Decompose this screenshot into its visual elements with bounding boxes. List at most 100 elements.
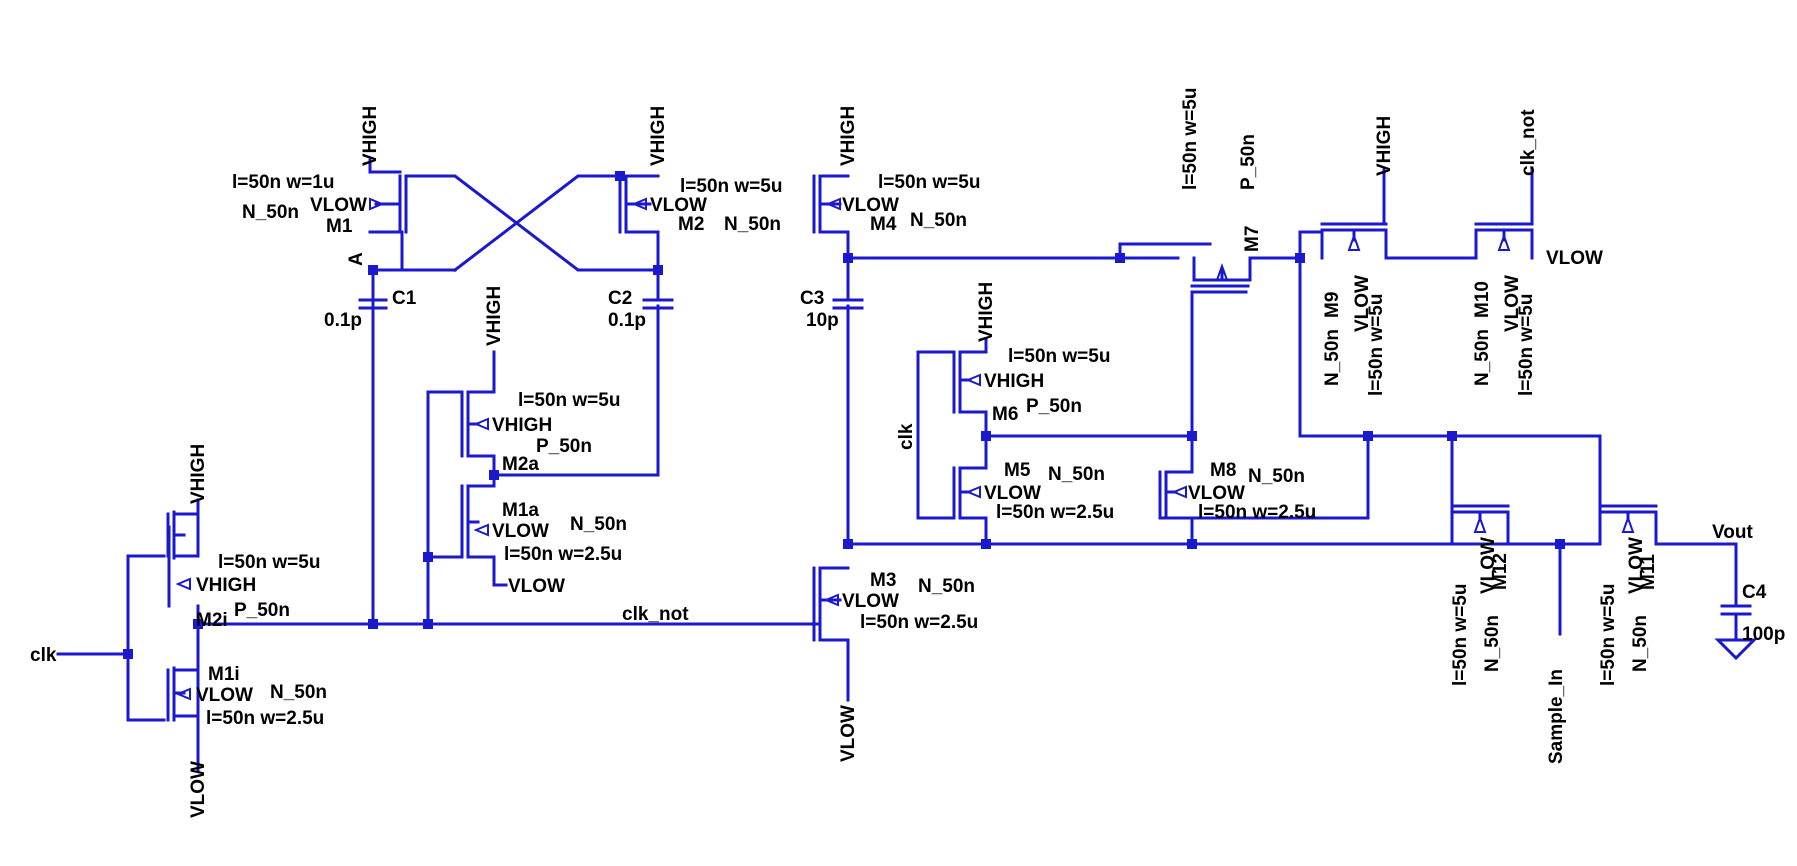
- net-a-label: A: [346, 252, 367, 266]
- m12-size-label: l=50n w=5u: [1450, 584, 1471, 686]
- transistor-m7[interactable]: [1190, 256, 1252, 288]
- m5-size-label: l=50n w=2.5u: [996, 502, 1114, 523]
- capacitors: [358, 298, 1758, 661]
- m11-model-label: N_50n: [1630, 615, 1651, 672]
- m1-model-label: N_50n: [242, 202, 299, 223]
- ground-icon: [1714, 638, 1758, 661]
- capacitor-c2[interactable]: [642, 298, 674, 310]
- vlow-m1i-label: VLOW: [188, 761, 209, 818]
- m9-label: M9: [1322, 292, 1343, 318]
- m11-label: M11: [1638, 554, 1659, 590]
- m1i-model-label: N_50n: [270, 682, 327, 703]
- m12-label: M12: [1490, 553, 1511, 590]
- transistor-m1a[interactable]: [460, 484, 496, 559]
- body-m3-label: VLOW: [842, 591, 899, 612]
- body-m2a-label: VHIGH: [492, 415, 552, 436]
- capacitor-c4[interactable]: [1714, 604, 1758, 661]
- m8-model-label: N_50n: [1248, 466, 1305, 487]
- c2-name-label: C2: [608, 288, 632, 309]
- net-vout-label: Vout: [1712, 522, 1753, 543]
- body-m1i-label: VLOW: [196, 685, 253, 706]
- body-m2-label: VLOW: [650, 195, 707, 216]
- body-m1-label: VLOW: [310, 195, 367, 216]
- vlow-m3-label: VLOW: [838, 705, 859, 762]
- m1i-label: M1i: [208, 664, 240, 685]
- m11-size-label: l=50n w=5u: [1598, 584, 1619, 686]
- transistor-m1i[interactable]: [166, 666, 200, 722]
- wire-m8-rail: [1158, 434, 1370, 520]
- m2-size-label: l=50n w=5u: [680, 176, 782, 197]
- vhigh-m2-label: VHIGH: [648, 106, 669, 166]
- capacitor-c3[interactable]: [832, 298, 864, 310]
- net-clk-not-label: clk_not: [622, 604, 689, 625]
- transistor-m6[interactable]: [952, 350, 988, 414]
- wire-m9-vhigh: [1328, 168, 1386, 226]
- m1-size-label: l=50n w=1u: [232, 172, 334, 193]
- m10-label: M10: [1472, 281, 1493, 318]
- m2a-size-label: l=50n w=5u: [518, 390, 620, 411]
- m3-size-label: l=50n w=2.5u: [860, 612, 978, 633]
- transistor-m2a[interactable]: [460, 390, 496, 458]
- m4-model-label: N_50n: [910, 210, 967, 231]
- transistor-m5[interactable]: [952, 466, 988, 520]
- m6-label: M6: [992, 404, 1018, 425]
- m2i-size-label: l=50n w=5u: [218, 552, 320, 573]
- m6-model-label: P_50n: [1026, 396, 1082, 417]
- m9-model-label: N_50n: [1322, 329, 1343, 386]
- vhigh-m6-label: VHIGH: [976, 282, 997, 342]
- m1a-label: M1a: [502, 500, 539, 521]
- c3-value-label: 10p: [806, 310, 839, 331]
- m2-label: M2: [678, 214, 704, 235]
- wire-m1-drain: [371, 230, 457, 272]
- capacitor-c1[interactable]: [358, 298, 388, 310]
- m3-model-label: N_50n: [918, 576, 975, 597]
- vhigh-m4-label: VHIGH: [838, 106, 859, 166]
- wire-cross-2: [452, 174, 622, 273]
- wire-node-down: [1298, 256, 1602, 514]
- wire-c2-down: [492, 304, 660, 477]
- wire-m1a-vlow: [492, 555, 508, 587]
- c4-name-label: C4: [1742, 582, 1767, 603]
- net-sample-in-label: Sample_In: [1546, 669, 1567, 764]
- m5-label: M5: [1004, 460, 1031, 481]
- transistor-m3[interactable]: [812, 566, 850, 642]
- vlow-m1a-label: VLOW: [508, 576, 565, 597]
- vhigh-m9-label: VHIGH: [1374, 116, 1395, 176]
- body-arrows: [175, 197, 1635, 701]
- m1a-model-label: N_50n: [570, 514, 627, 535]
- c2-value-label: 0.1p: [608, 310, 646, 331]
- m2i-label: M2i: [196, 610, 228, 631]
- net-clk-not-m10-label: clk_not: [1518, 109, 1539, 176]
- m1-label: M1: [326, 216, 353, 237]
- wire-m11-right: [1654, 542, 1738, 606]
- transistor-m2i[interactable]: [166, 510, 200, 560]
- transistor-m8[interactable]: [1158, 470, 1194, 520]
- wire-m1a-gate: [426, 390, 464, 559]
- m2a-model-label: P_50n: [536, 436, 592, 457]
- m6-size-label: l=50n w=5u: [1008, 346, 1110, 367]
- c4-value-label: 100p: [1742, 624, 1785, 645]
- body-m1a-label: VLOW: [492, 521, 549, 542]
- body-m9-label: VLOW: [1352, 275, 1373, 332]
- body-m10-label: VLOW: [1502, 275, 1523, 332]
- body-m6-label: VHIGH: [984, 371, 1044, 392]
- m12-model-label: N_50n: [1482, 615, 1503, 672]
- body-m12-label: VLOW: [1478, 537, 1499, 594]
- wire-m12-left: [1450, 434, 1510, 514]
- transistor-m10[interactable]: [1474, 222, 1534, 260]
- c1-name-label: C1: [392, 288, 417, 309]
- body-m5-label: VLOW: [984, 483, 1041, 504]
- junctions: [123, 171, 1565, 659]
- wire-node-bus-top: [846, 242, 1212, 260]
- body-m8-label: VLOW: [1188, 483, 1245, 504]
- vlow-m10-label: VLOW: [1546, 248, 1603, 269]
- body-m11-label: VLOW: [1626, 537, 1647, 594]
- m10-size-label: l=50n w=5u: [1516, 294, 1537, 396]
- m5-model-label: N_50n: [1048, 464, 1105, 485]
- wires: [56, 158, 1738, 772]
- m7-size-label: l=50n w=5u: [1180, 88, 1201, 190]
- transistor-m9[interactable]: [1320, 222, 1388, 260]
- m9-size-label: l=50n w=5u: [1366, 294, 1387, 396]
- vhigh-m2a-label: VHIGH: [484, 286, 505, 346]
- body-m2i-label: VHIGH: [196, 575, 256, 596]
